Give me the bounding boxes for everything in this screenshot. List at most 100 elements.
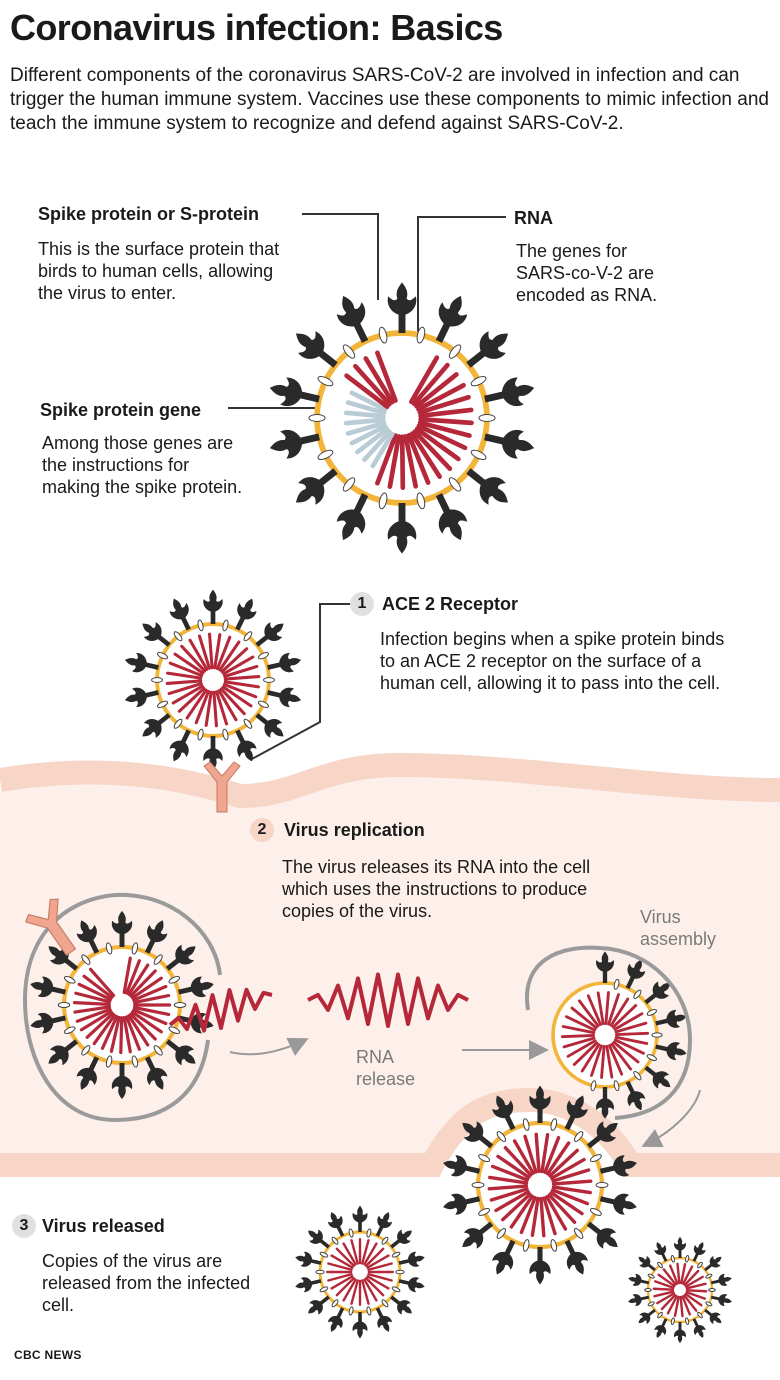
binding-virus — [124, 589, 302, 771]
membrane-protein — [589, 1207, 602, 1216]
viral-envelope — [155, 622, 271, 738]
rna-segment — [125, 959, 141, 995]
rna-segment — [685, 1291, 706, 1300]
rna-segment — [653, 1290, 675, 1298]
spike-protein — [654, 1242, 668, 1262]
virus-assembly — [524, 945, 693, 1120]
rna-segment — [399, 434, 406, 491]
rna-segment — [683, 1269, 700, 1287]
membrane-protein — [378, 326, 388, 344]
rna-segment — [88, 967, 116, 998]
spike-protein — [466, 468, 509, 505]
membrane-protein — [131, 942, 139, 955]
spike-protein — [692, 1318, 706, 1338]
spike-protein — [529, 1085, 551, 1123]
step-1-badge: 1 — [350, 592, 374, 616]
rna-segment — [590, 1044, 603, 1077]
rna-segment — [673, 1295, 680, 1317]
rna-segment — [596, 991, 605, 1026]
rna-segment — [540, 1133, 550, 1174]
rna-segment — [213, 633, 222, 670]
spike-protein — [295, 1277, 322, 1293]
rna-segment — [177, 686, 206, 713]
spike-protein — [203, 736, 223, 771]
rna-segment — [218, 640, 241, 672]
spike-protein — [435, 493, 468, 541]
rna-segment — [566, 1039, 597, 1058]
spike-protein — [462, 1221, 494, 1249]
rna-segment — [132, 1005, 171, 1017]
membrane-protein — [381, 1299, 389, 1308]
rna-segment — [342, 1242, 357, 1266]
rna-segment — [219, 687, 246, 716]
step-2-heading: Virus replication — [284, 820, 425, 840]
spike-protein — [638, 1308, 656, 1325]
membrane-protein — [263, 677, 275, 683]
spike-protein — [177, 976, 214, 998]
spike-protein — [390, 1229, 412, 1249]
arrow-to-release — [641, 1089, 701, 1148]
rna-segment — [130, 976, 163, 1000]
membrane-protein — [348, 1228, 354, 1238]
spike-protein-gene-segment — [349, 390, 388, 412]
rna-segment — [197, 634, 211, 670]
membrane-protein — [633, 1070, 642, 1081]
rna-segment — [684, 1292, 703, 1307]
membrane-protein — [708, 1288, 716, 1292]
membrane-protein — [57, 1002, 71, 1008]
membrane-protein — [550, 1239, 558, 1252]
rna-segment — [565, 1015, 597, 1032]
rna-heading: RNA — [514, 208, 553, 228]
cell-membrane-top — [0, 752, 780, 809]
spike-protein-gene-segment — [355, 427, 390, 455]
rna-segment — [414, 372, 459, 409]
membrane-protein — [646, 1009, 657, 1016]
membrane-protein — [366, 1228, 372, 1238]
rna-segment — [611, 1004, 638, 1029]
rna-segment — [551, 1179, 593, 1186]
spike-protein — [308, 1229, 330, 1249]
spike-protein — [375, 1307, 393, 1332]
rna-segment — [361, 1239, 370, 1265]
spike-protein — [390, 1295, 412, 1315]
rna-segment — [109, 1015, 121, 1053]
released-virus-1 — [295, 1205, 425, 1339]
rna-segment — [132, 1008, 168, 1026]
spike-protein — [308, 1295, 330, 1315]
membrane-protein — [105, 1055, 113, 1068]
spike-protein — [492, 1095, 516, 1131]
rna-segment — [365, 1247, 385, 1267]
membrane-protein — [153, 954, 163, 965]
rna-segment — [683, 1294, 698, 1312]
spike-protein — [644, 1065, 671, 1089]
rna-segment — [614, 1021, 648, 1034]
membrane-protein — [685, 1317, 690, 1325]
spike-protein — [710, 1273, 732, 1286]
spike-protein — [352, 1312, 368, 1339]
rna-segment — [523, 1134, 538, 1174]
rna-segment — [414, 426, 461, 462]
rna-segment — [550, 1157, 586, 1180]
rna-segment — [417, 394, 471, 415]
rna-segment — [496, 1154, 531, 1180]
rna-segment — [679, 1295, 684, 1318]
membrane-protein — [448, 344, 462, 359]
rna-strand-released — [307, 972, 469, 1028]
membrane-protein — [590, 1080, 597, 1092]
spike-protein — [111, 1063, 133, 1100]
spike-protein — [48, 1039, 79, 1066]
spike-protein — [267, 652, 302, 673]
rna-segment — [685, 1289, 708, 1293]
rna-segment — [614, 1035, 649, 1045]
rna-segment — [551, 1185, 592, 1195]
rna-segment — [545, 1195, 568, 1231]
membrane-protein — [222, 619, 229, 632]
spike-protein — [466, 331, 509, 368]
spike-protein-gene-segment — [343, 410, 386, 419]
rna-segment — [551, 1168, 591, 1183]
spike-protein — [564, 1095, 588, 1131]
rna-segment — [607, 993, 620, 1026]
rna-segment — [605, 1044, 614, 1079]
leader-spike — [302, 213, 379, 300]
